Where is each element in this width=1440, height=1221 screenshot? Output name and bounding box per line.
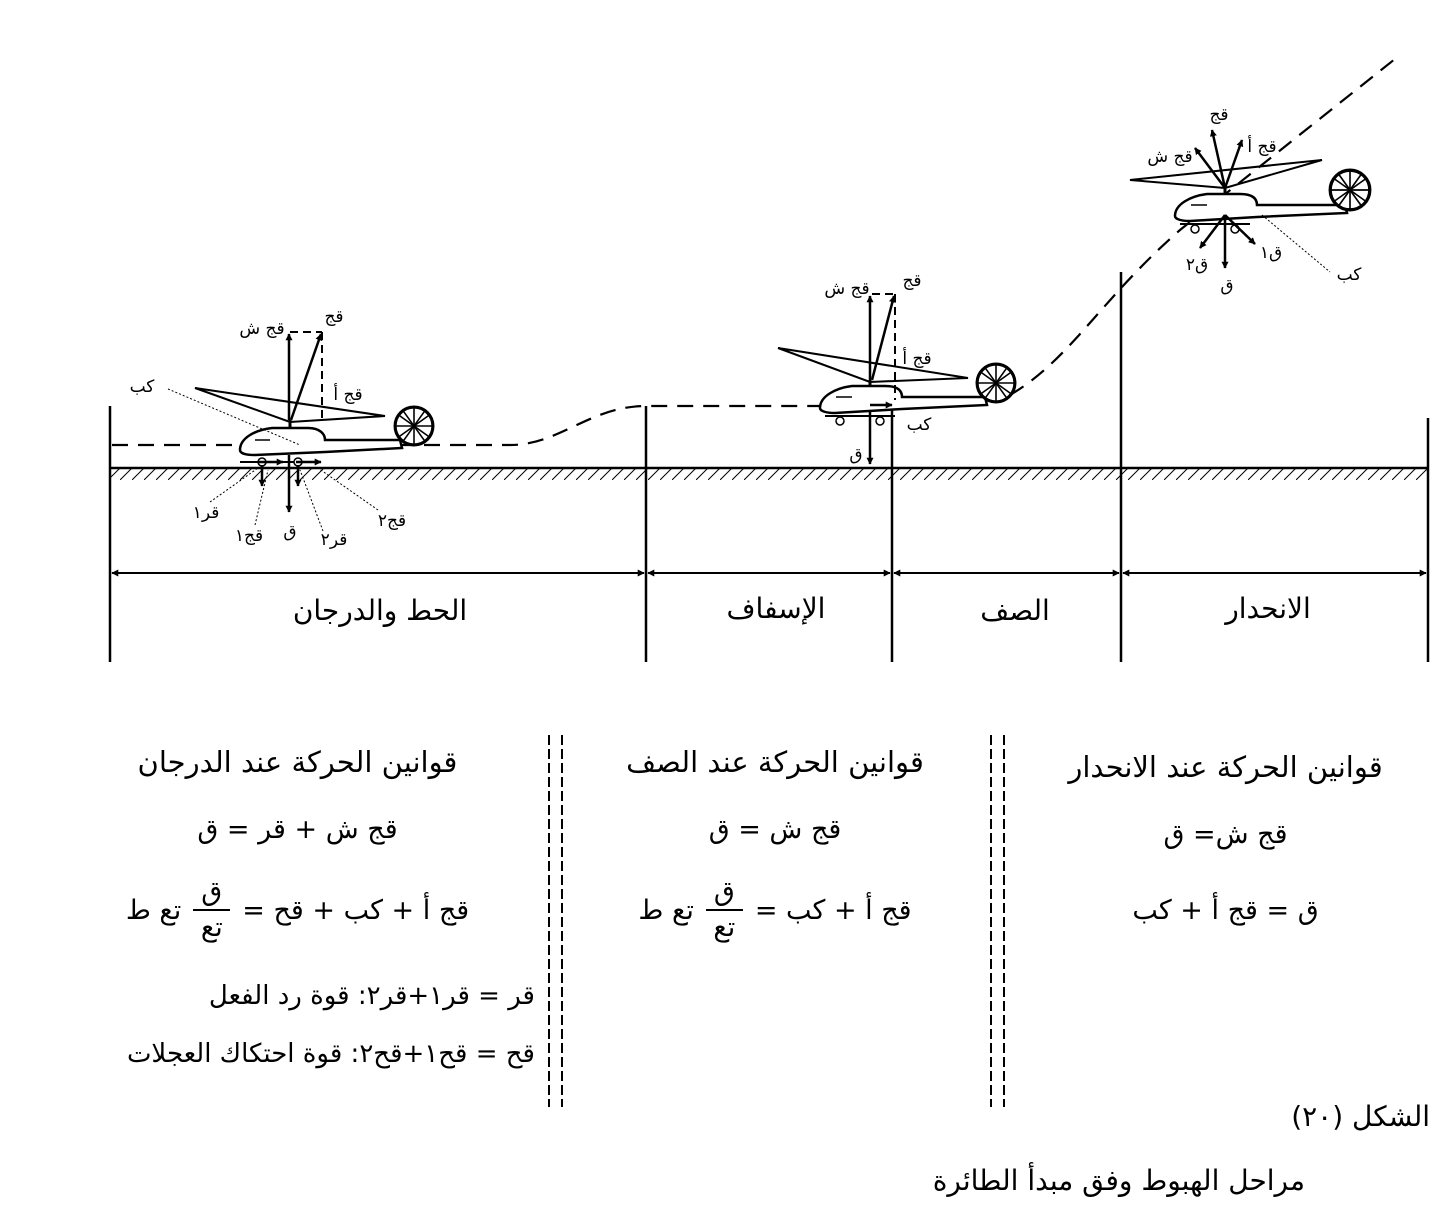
eq2-right: تع ط: [638, 894, 694, 926]
figure-number: الشكل (٢٠): [1291, 1100, 1430, 1133]
equations-landing-eq2: قج أ + كب + قح = ق تع تع ط: [10, 870, 535, 950]
eq2-left: قج أ + كب + قح =: [242, 894, 470, 926]
equations-descent-eq2: ق = قج أ + كب: [1132, 895, 1319, 926]
label-landing-qh2: قج٢: [378, 511, 406, 531]
equations-flare: قوانين الحركة عند الصف قج ش = ق قج أ + ك…: [570, 740, 980, 950]
label-landing-qr1: قر١: [193, 503, 220, 523]
figure-caption: مراحل الهبوط وفق مبدأ الطائرة: [932, 1164, 1305, 1197]
helicopter-swoop: [777, 293, 1017, 465]
landing-phases-diagram: الحط والدرجان الإسفاف الصف الانحدار: [108, 54, 1430, 662]
flight-path: [112, 54, 1401, 447]
label-descent-qaj: قج: [1209, 105, 1228, 125]
stage-label-flare: الصف: [980, 594, 1050, 627]
equations-landing: قوانين الحركة عند الدرجان قج ش + قر = ق …: [10, 740, 535, 1074]
equations-descent-eq1: قج ش= ق: [1163, 819, 1288, 850]
label-descent-q: ق: [1220, 276, 1233, 296]
label-landing-kab: كب: [130, 377, 156, 397]
label-descent-q1: ق١: [1260, 243, 1282, 263]
fraction-denominator: تع: [713, 912, 736, 943]
helicopter-descent: [1129, 129, 1372, 273]
equations-flare-title: قوانين الحركة عند الصف: [626, 745, 924, 779]
stage-dividers: [108, 272, 1430, 662]
helicopter-landing: [167, 331, 435, 532]
label-landing-qaj: قج: [324, 307, 343, 327]
fraction-numerator: ق: [193, 875, 231, 911]
label-landing-qh1: قج١: [235, 526, 263, 546]
label-swoop-kab: كب: [907, 415, 933, 435]
stage-label-landing: الحط والدرجان: [293, 594, 467, 627]
fraction-numerator: ق: [705, 875, 743, 911]
eq2-right: تع ط: [125, 894, 182, 926]
fraction: ق تع: [193, 875, 231, 945]
label-landing-q: ق: [283, 522, 296, 542]
equations-descent-title: قوانين الحركة عند الانحدار: [1068, 750, 1383, 784]
label-landing-qajsh: قج ش: [239, 319, 284, 339]
label-swoop-qaja: قج أ: [902, 347, 931, 369]
label-descent-kab: كب: [1337, 265, 1363, 285]
equations-landing-eq1: قج ش + قر = ق: [197, 814, 398, 845]
label-descent-q2: ق٢: [1186, 255, 1208, 275]
equations-landing-title: قوانين الحركة عند الدرجان: [137, 745, 458, 779]
equations-flare-eq1: قج ش = ق: [708, 814, 842, 845]
equations-descent: قوانين الحركة عند الانحدار قج ش= ق ق = ق…: [1018, 745, 1433, 931]
fraction: ق تع: [705, 875, 743, 945]
equations-landing-note2: قح = قح١+قح٢: قوة احتكاك العجلات: [126, 1039, 535, 1069]
label-swoop-qaj: قج: [902, 271, 921, 291]
equations-flare-eq2: قج أ + كب = ق تع تع ط: [570, 870, 980, 950]
eq2-left: قج أ + كب =: [754, 894, 912, 926]
equation-separators: [548, 735, 1005, 1107]
stage-label-swoop: الإسفاف: [727, 592, 826, 625]
label-descent-qajsh: قج ش: [1147, 147, 1192, 167]
ground: [110, 466, 1428, 480]
fraction-denominator: تع: [200, 912, 223, 943]
label-landing-qaja: قج أ: [333, 383, 362, 405]
label-swoop-q: ق: [849, 445, 862, 465]
label-descent-qaja: قج أ: [1247, 135, 1276, 157]
label-landing-qr2: قر٢: [321, 530, 348, 550]
arrow-total-lift: [289, 333, 323, 421]
stage-label-descent: الانحدار: [1223, 592, 1311, 625]
label-swoop-qajsh: قج ش: [824, 279, 869, 299]
equations-landing-note1: قر = قر١+قر٢: قوة رد الفعل: [208, 981, 535, 1011]
